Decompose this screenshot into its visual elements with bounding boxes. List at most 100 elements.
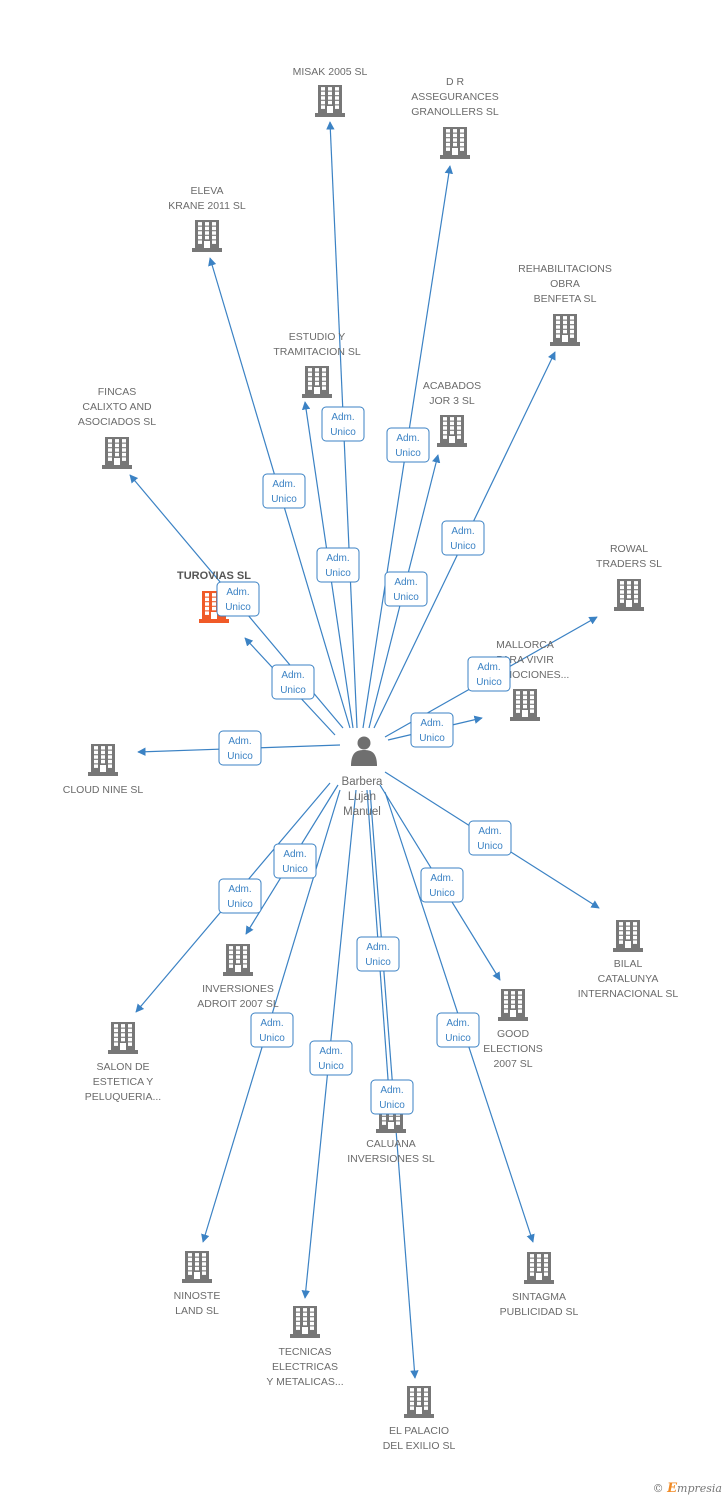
relation-badge[interactable]: Adm.Unico (467, 656, 511, 692)
person-icon (351, 736, 377, 766)
company-label: PUBLICIDAD SL (500, 1306, 579, 1318)
company-node-ninoste-land-sl[interactable]: NINOSTE LAND SL (174, 1251, 221, 1317)
company-label: ELECTIONS (483, 1043, 543, 1055)
relation-badge[interactable]: Adm. Unico (218, 730, 262, 766)
relation-label: Adm. (430, 873, 453, 884)
building-icon (223, 944, 253, 976)
relation-label: Adm. (331, 412, 354, 423)
company-label: D R (446, 76, 465, 88)
company-label: ROWAL (610, 543, 648, 555)
relation-label: Unico (365, 957, 391, 968)
relation-badge[interactable]: Adm.Unico (316, 547, 360, 583)
relation-badge[interactable]: Adm. Unico (420, 867, 464, 903)
relation-label: Adm. (228, 736, 251, 747)
company-label: EL PALACIO (389, 1425, 449, 1437)
relation-badge[interactable]: Adm.Unico (370, 1079, 414, 1115)
company-label: ELEVA (190, 185, 223, 197)
relation-label: Adm. (366, 942, 389, 953)
company-label: BILAL (614, 958, 643, 970)
company-label: NINOSTE (174, 1290, 221, 1302)
relation-label: Adm. (380, 1085, 403, 1096)
relation-badge[interactable]: Adm.Unico (441, 520, 485, 556)
company-label: REHABILITACIONS (518, 263, 612, 275)
company-node-sintagma-publicidad-sl[interactable]: SINTAGMA PUBLICIDAD SL (500, 1252, 579, 1318)
company-label: CATALUNYA (598, 973, 659, 985)
relation-label: Adm. (281, 670, 304, 681)
building-icon (102, 437, 132, 469)
relation-label: Adm. (478, 826, 501, 837)
company-label: Y METALICAS... (266, 1376, 343, 1388)
relation-badge[interactable]: Adm. Unico (321, 406, 365, 442)
relation-label: Unico (259, 1033, 285, 1044)
building-icon (88, 744, 118, 776)
person-label: Barbera (342, 776, 384, 788)
relation-badge[interactable]: Adm.Unico (216, 581, 260, 617)
building-icon (440, 127, 470, 159)
building-icon (613, 920, 643, 952)
company-label: INTERNACIONAL SL (578, 988, 679, 1000)
relation-badge[interactable]: Adm. Unico (410, 712, 454, 748)
relation-label: Adm. (420, 718, 443, 729)
company-label: LAND SL (175, 1305, 219, 1317)
building-icon (290, 1306, 320, 1338)
copyright-icon: © (652, 1482, 664, 1495)
relation-badge[interactable]: Adm.Unico (262, 473, 306, 509)
company-label: ACABADOS (423, 380, 481, 392)
relation-badge[interactable]: Adm. Unico (468, 820, 512, 856)
relation-badge[interactable]: Adm.Unico (250, 1012, 294, 1048)
company-node-cloud-nine-sl[interactable]: CLOUD NINE SL (63, 744, 144, 796)
relation-badge[interactable]: Adm.Unico (273, 843, 317, 879)
relation-label: Unico (419, 733, 445, 744)
edges-layer (129, 121, 600, 1379)
relation-label: Unico (325, 568, 351, 579)
company-label: ASSEGURANCES (411, 91, 499, 103)
company-label: OBRA (550, 278, 580, 290)
relation-badge[interactable]: Adm.Unico (271, 664, 315, 700)
building-icon (315, 85, 345, 117)
relation-label: Unico (429, 888, 455, 899)
relation-badge[interactable]: Adm.Unico (386, 427, 430, 463)
relation-badge[interactable]: Adm.Unico (218, 878, 262, 914)
relation-badge[interactable]: Adm.Unico (309, 1040, 353, 1076)
company-label: CALIXTO AND (82, 401, 152, 413)
relation-label: Unico (225, 602, 251, 613)
company-label: FINCAS (98, 386, 137, 398)
company-label: SINTAGMA (512, 1291, 566, 1303)
relation-label: Unico (393, 592, 419, 603)
company-label: CLOUD NINE SL (63, 784, 144, 796)
relation-label: Unico (477, 841, 503, 852)
company-label: TRAMITACION SL (273, 346, 360, 358)
relation-badge[interactable]: Adm.Unico (436, 1012, 480, 1048)
relation-label: Unico (450, 541, 476, 552)
company-label: TECNICAS (278, 1346, 331, 1358)
building-icon (550, 314, 580, 346)
relation-label: Adm. (272, 479, 295, 490)
relation-label: Adm. (394, 577, 417, 588)
relation-badge[interactable]: Adm. Unico (384, 571, 428, 607)
relation-badge[interactable]: Adm. Unico (356, 936, 400, 972)
building-icon (404, 1386, 434, 1418)
company-node-bilal-catalunya-internacional-sl[interactable]: BILAL CATALUNYA INTERNACIONAL SL (578, 920, 679, 1000)
building-icon (192, 220, 222, 252)
relation-label: Unico (476, 677, 502, 688)
company-label: PELUQUERIA... (85, 1091, 161, 1103)
relation-label: Unico (227, 751, 253, 762)
company-node-misak-2005-sl[interactable]: MISAK 2005 SL (293, 66, 368, 117)
relation-label: Unico (330, 427, 356, 438)
